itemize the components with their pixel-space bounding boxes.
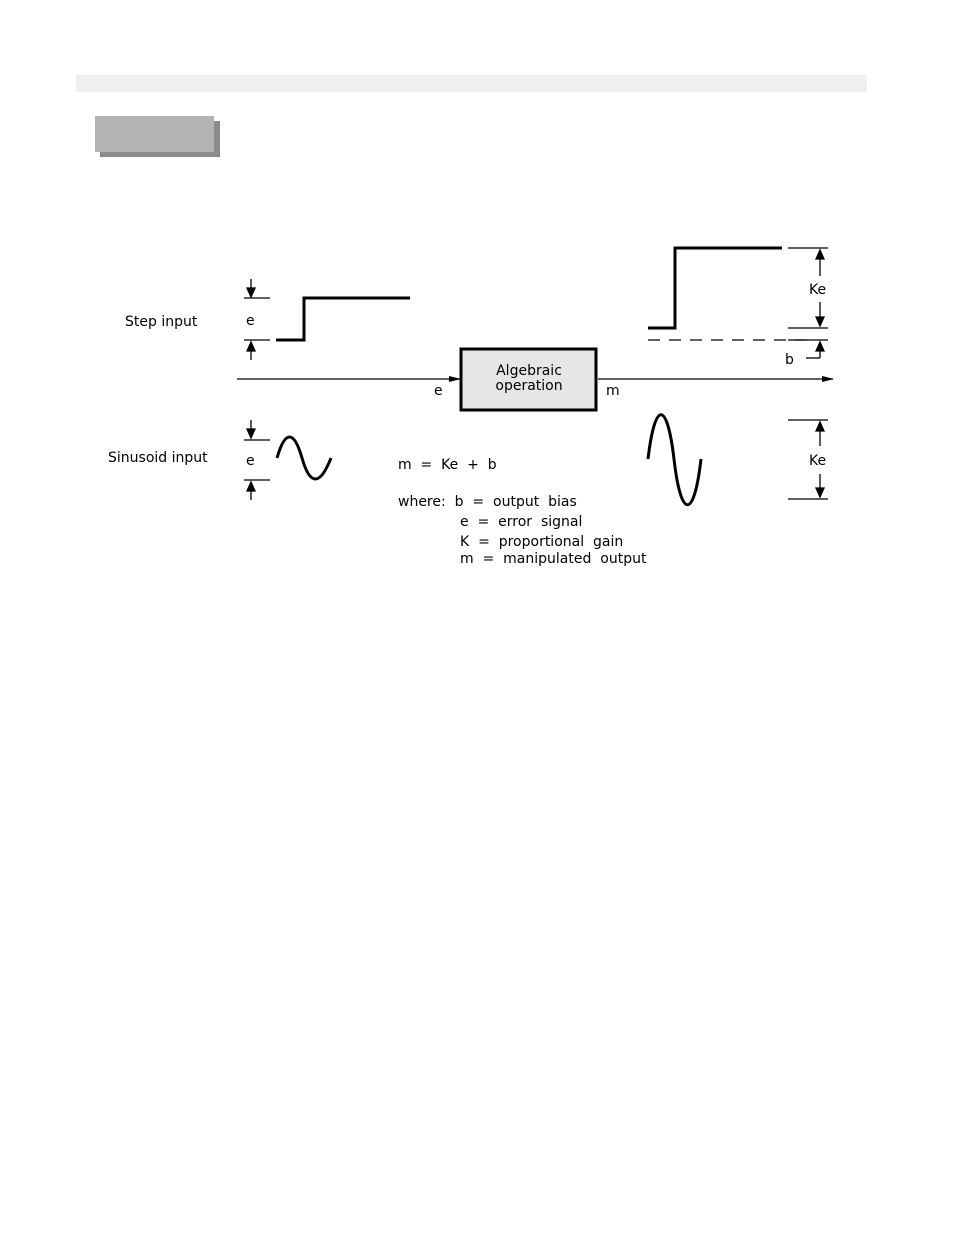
legend-gain: K = proportional gain xyxy=(460,534,623,550)
legend-bias: where: b = output bias xyxy=(398,494,577,510)
step-input-label: Step input xyxy=(125,314,198,330)
equation-formula: m = Ke + b xyxy=(398,457,497,473)
step-input-waveform xyxy=(276,298,410,340)
sine-output-waveform xyxy=(648,415,701,505)
step-ke-label: Ke xyxy=(809,282,826,298)
sine-input-waveform xyxy=(277,437,331,479)
sine-ke-label: Ke xyxy=(809,453,826,469)
block-label-line1: Algebraic xyxy=(496,363,562,379)
step-output-waveform xyxy=(648,248,782,328)
block-label-line2: operation xyxy=(495,378,562,394)
bias-label: b xyxy=(785,352,794,368)
error-signal-label: e xyxy=(434,383,443,399)
legend-output: m = manipulated output xyxy=(460,551,647,567)
sinusoid-input-label: Sinusoid input xyxy=(108,450,208,466)
legend-error: e = error signal xyxy=(460,514,582,530)
manipulated-output-label: m xyxy=(606,383,620,399)
step-e-label: e xyxy=(246,313,255,329)
sine-e-label: e xyxy=(246,453,255,469)
step-output-dimension xyxy=(788,248,828,358)
